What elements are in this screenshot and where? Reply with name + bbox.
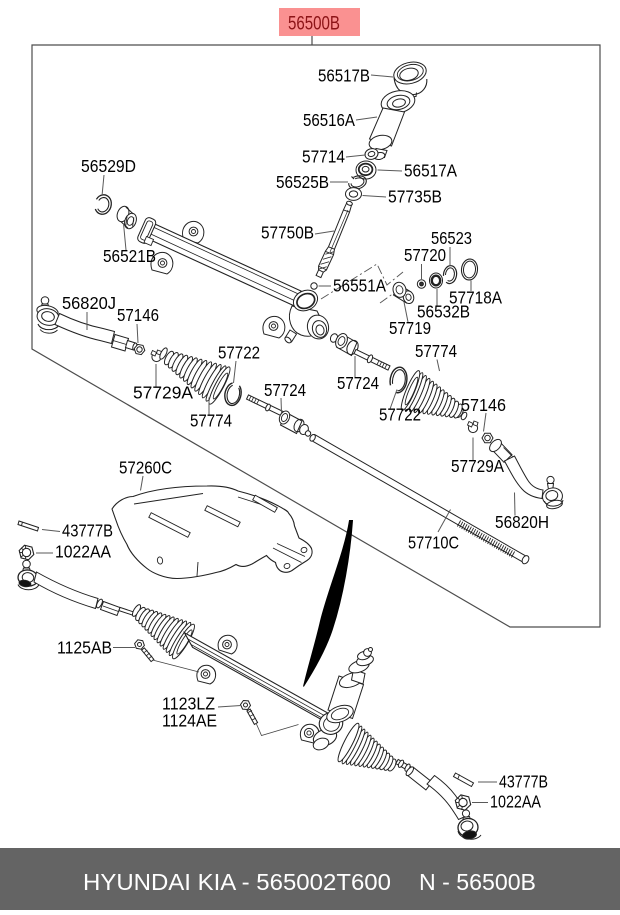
svg-text:57719: 57719 [389, 318, 431, 338]
svg-text:57774: 57774 [190, 411, 232, 431]
svg-text:56500B: 56500B [288, 14, 340, 35]
svg-text:57724: 57724 [264, 380, 306, 400]
svg-text:57714: 57714 [302, 147, 345, 167]
svg-text:56551A: 56551A [333, 276, 386, 296]
svg-text:57750B: 57750B [261, 223, 314, 243]
svg-text:1022AA: 1022AA [490, 792, 541, 812]
svg-text:57718A: 57718A [449, 288, 502, 308]
svg-text:57729A: 57729A [133, 383, 193, 403]
svg-text:57774: 57774 [415, 341, 457, 361]
svg-text:1125AB: 1125AB [57, 638, 112, 658]
svg-text:56523: 56523 [431, 228, 472, 248]
svg-text:43777B: 43777B [499, 772, 548, 792]
svg-text:56820J: 56820J [62, 293, 116, 313]
svg-text:57724: 57724 [337, 373, 379, 393]
svg-text:56516A: 56516A [303, 110, 355, 130]
svg-text:HYUNDAI KIA - 565002T600: HYUNDAI KIA - 565002T600 [83, 869, 391, 895]
svg-text:57735B: 57735B [388, 187, 442, 207]
svg-text:56525B: 56525B [276, 172, 329, 192]
svg-text:56532B: 56532B [417, 302, 470, 322]
svg-text:43777B: 43777B [62, 521, 113, 541]
svg-text:1022AA: 1022AA [55, 542, 111, 562]
svg-text:57146: 57146 [117, 305, 159, 325]
svg-text:56820H: 56820H [495, 512, 549, 532]
svg-text:57710C: 57710C [408, 533, 459, 553]
svg-text:57722: 57722 [218, 343, 260, 363]
svg-text:1124AE: 1124AE [162, 711, 217, 731]
svg-text:56529D: 56529D [81, 156, 136, 176]
svg-text:56521B: 56521B [103, 246, 156, 266]
svg-text:57722: 57722 [379, 405, 421, 425]
svg-text:1123LZ: 1123LZ [162, 694, 215, 714]
svg-text:57260C: 57260C [119, 458, 172, 478]
svg-text:57729A: 57729A [451, 456, 504, 476]
svg-text:57720: 57720 [404, 245, 446, 265]
svg-text:57146: 57146 [461, 395, 506, 415]
svg-text:N - 56500B: N - 56500B [419, 869, 536, 895]
svg-text:56517A: 56517A [404, 161, 457, 181]
svg-text:56517B: 56517B [318, 66, 370, 86]
